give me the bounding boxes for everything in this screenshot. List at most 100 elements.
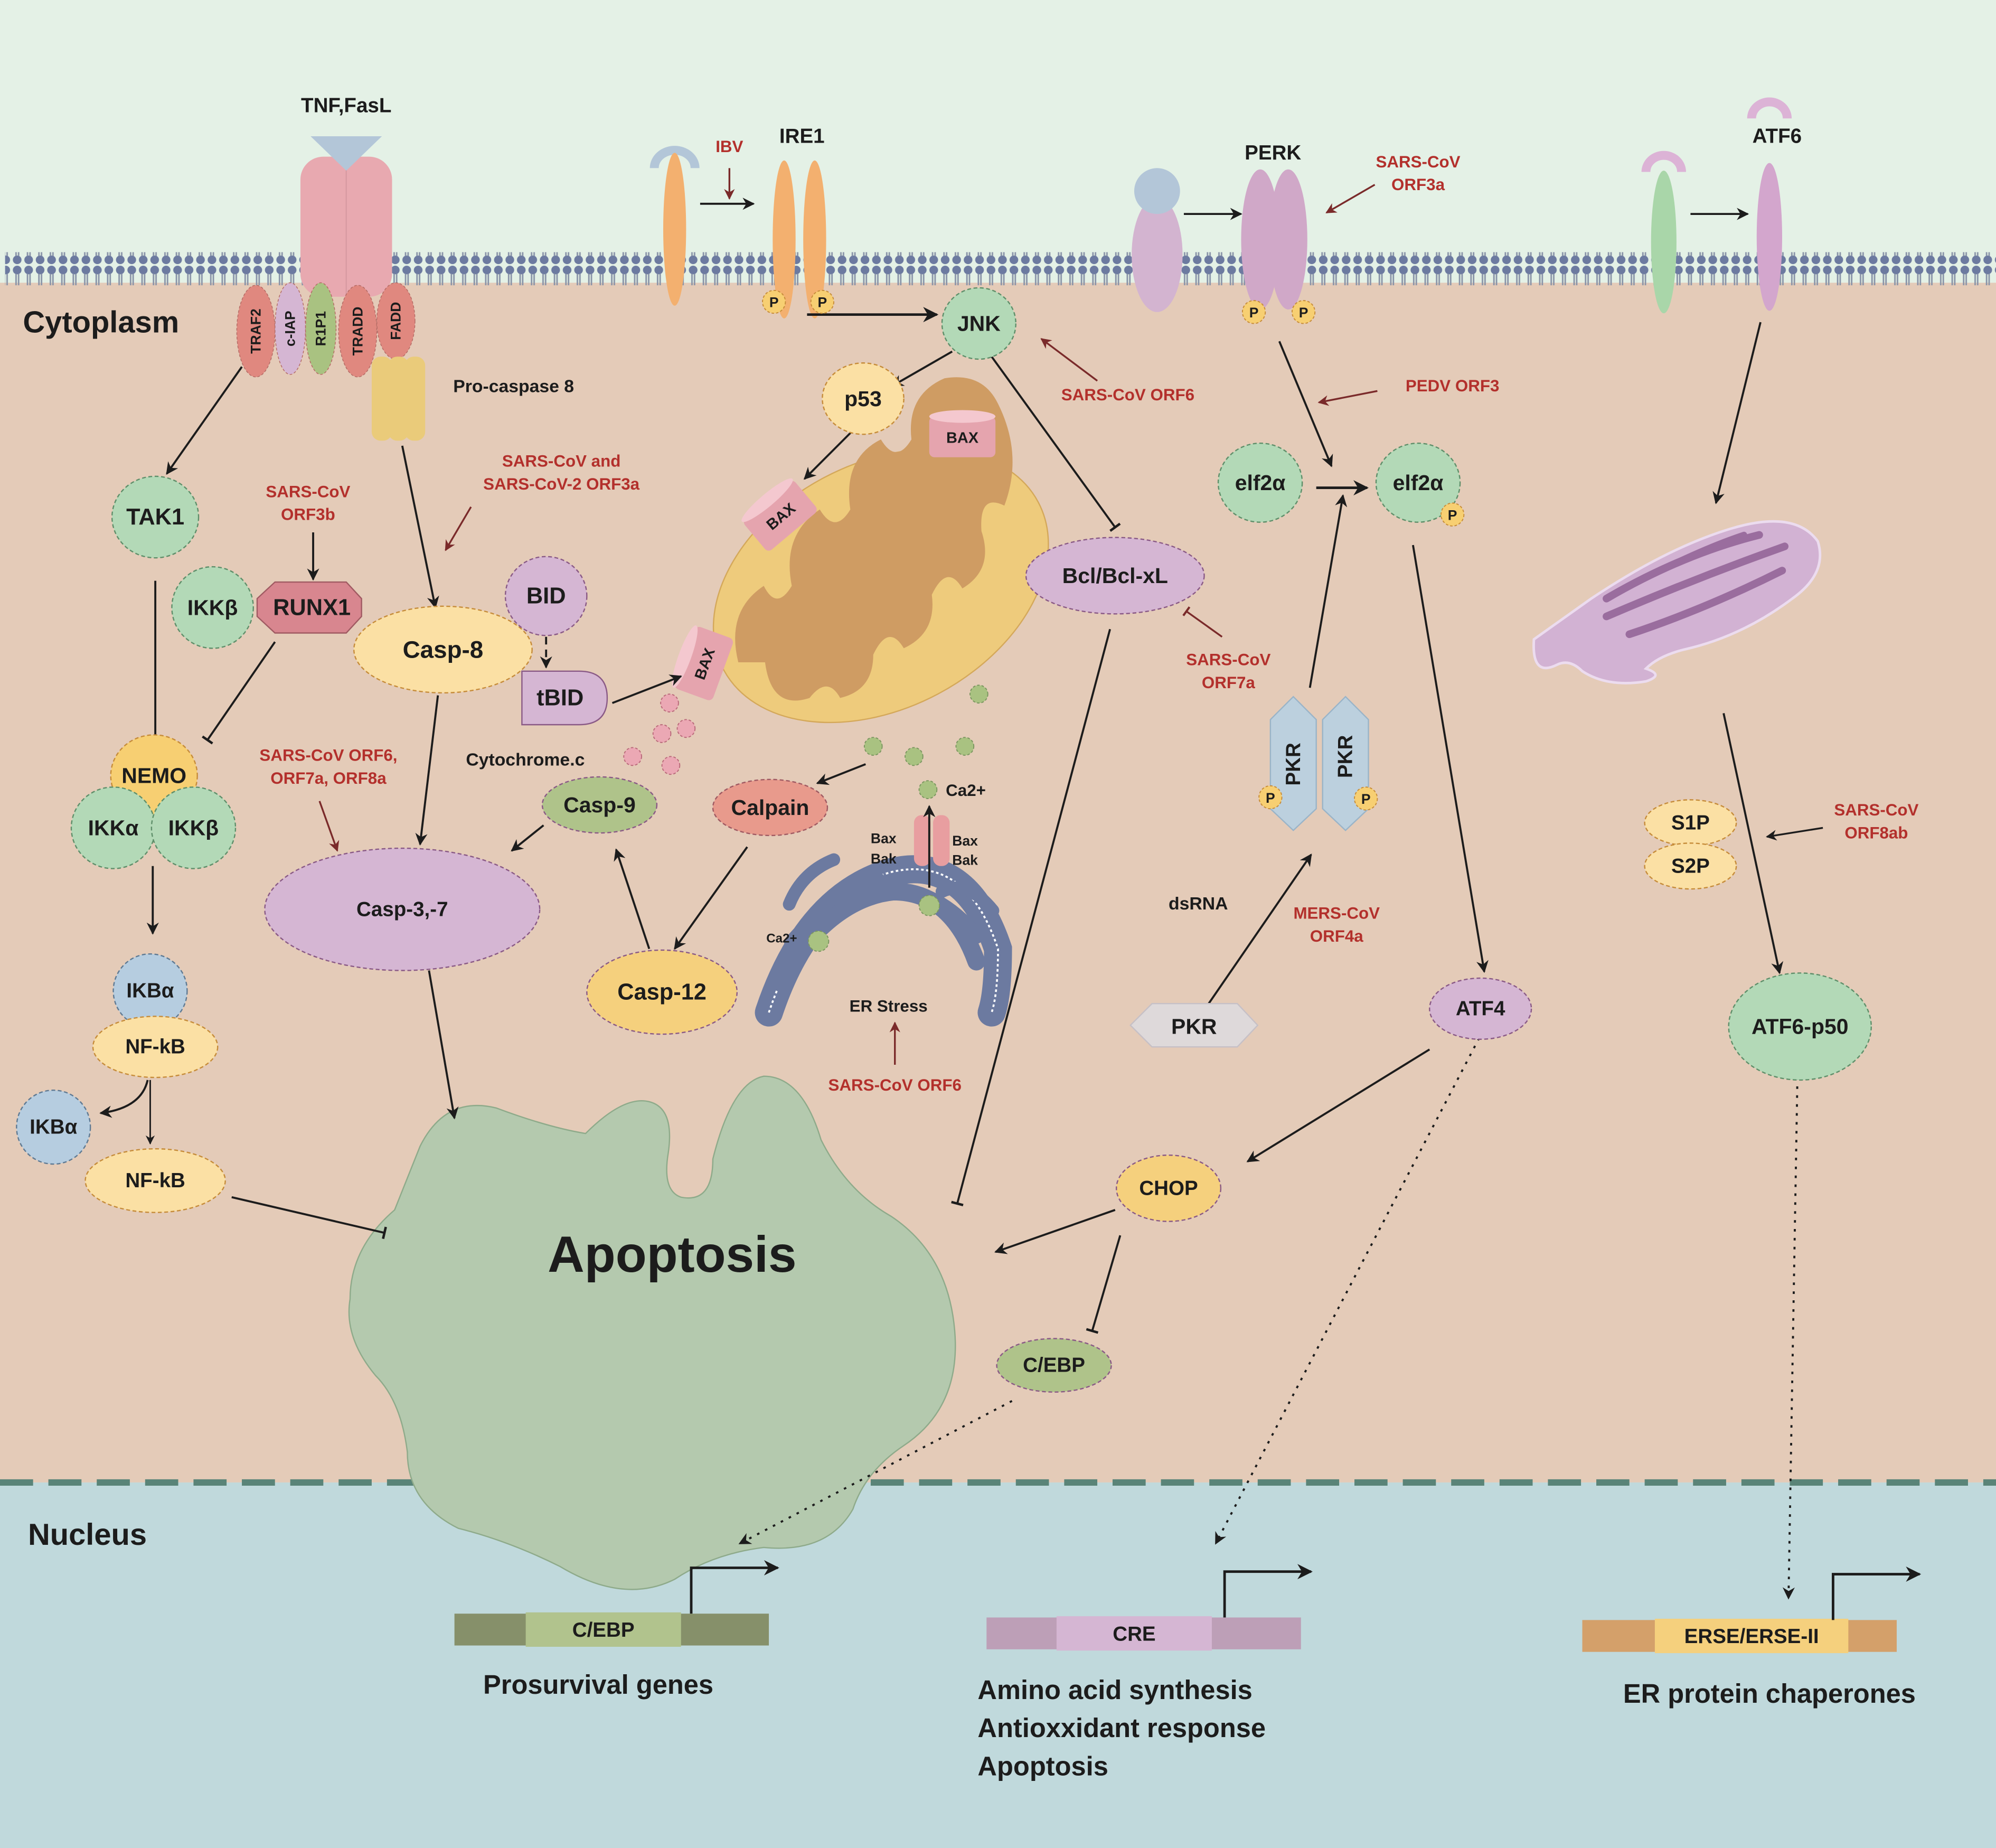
- activation-edge: [401, 445, 439, 609]
- ikkb-node: IKKβ: [150, 786, 237, 869]
- phosphate-badge: P: [1291, 300, 1316, 324]
- activation-edge: [803, 429, 854, 480]
- activation-edge: [1278, 341, 1333, 467]
- inhibition-edge: [202, 641, 276, 745]
- calcium-dot: [955, 737, 975, 756]
- viral-sars-orf3b-line: SARS-CoV: [266, 482, 350, 501]
- pkr-label: PKR: [1171, 1015, 1217, 1039]
- calcium-dot: [918, 780, 938, 799]
- cytochrome-c-dot: [661, 756, 681, 775]
- ikba-bound-node-label: IKBα: [126, 980, 174, 1002]
- cytochrome-c-dot: [676, 719, 696, 738]
- transcription-start-arrow: [690, 1560, 779, 1614]
- er-bak-left: Bak: [871, 851, 897, 867]
- perk-receptor: PERK: [1132, 142, 1307, 312]
- complex-ciap: c-IAP: [274, 282, 306, 375]
- jnk-node: JNK: [941, 287, 1016, 360]
- gene-promoter-3: ERSE/ERSE-II ER protein chaperones: [1582, 1566, 1922, 1709]
- calcium-dot: [969, 684, 988, 704]
- runx1-label: RUNX1: [273, 595, 351, 620]
- nemo-node-label: NEMO: [121, 764, 186, 788]
- gene-outcome-label: Prosurvival genes: [483, 1669, 713, 1700]
- gene-outcome-label: ER protein chaperones: [1623, 1678, 1916, 1709]
- ire1-label: IRE1: [779, 125, 825, 148]
- activation-edge: [318, 801, 340, 852]
- viral-sars-orf6-er: SARS-CoV ORF6: [828, 1076, 962, 1094]
- promoter-element-label: ERSE/ERSE-II: [1684, 1625, 1819, 1648]
- activation-edge: [614, 848, 651, 950]
- nfkb-free-node: NF-kB: [84, 1148, 226, 1213]
- phosphate-label: P: [769, 295, 779, 311]
- gene-outcome-label: Apoptosis: [977, 1751, 1108, 1781]
- phosphate-label: P: [1299, 305, 1308, 321]
- gene-outcome-label: Amino acid synthesis: [977, 1675, 1252, 1705]
- jnk-node-label: JNK: [957, 312, 1001, 336]
- apoptosis-cell: [348, 1075, 956, 1590]
- inhibition-edge: [1182, 606, 1223, 638]
- transcription-start-arrow: [1832, 1566, 1922, 1620]
- s2p-node: S2P: [1644, 842, 1737, 890]
- er-bak-right: Bak: [952, 852, 978, 868]
- transcription-start-arrow: [1223, 1564, 1313, 1618]
- phosphate-badge: P: [1440, 502, 1465, 527]
- p53-node-label: p53: [844, 387, 882, 411]
- ikba-free-node: IKBα: [16, 1089, 91, 1165]
- complex-traf2-label: TRAF2: [248, 308, 264, 353]
- activation-edge: [1722, 712, 1784, 974]
- nucleus-label: Nucleus: [28, 1518, 147, 1552]
- pro-caspase-8: Pro-caspase 8: [371, 357, 574, 441]
- atf6-receptor: ATF6: [1641, 97, 1802, 314]
- ikba-free-node-label: IKBα: [30, 1116, 77, 1139]
- calcium-dot: [863, 737, 883, 756]
- casp37-node: Casp-3,-7: [264, 847, 541, 971]
- complex-rip1-label: R1P1: [313, 311, 329, 346]
- tnf-receptor: TNF,FasL: [300, 95, 392, 297]
- phosphate-label: P: [1448, 507, 1457, 523]
- viral-sars-orf8ab-line: SARS-CoV: [1834, 801, 1918, 819]
- s1p-node: S1P: [1644, 799, 1737, 847]
- cytochrome-c-label: Cytochrome.c: [466, 749, 585, 770]
- inhibition-edge: [231, 1196, 387, 1240]
- activation-edge: [415, 695, 439, 846]
- viral-sars-orf3b-line: ORF3b: [281, 505, 335, 524]
- viral-sars-orf6-jnk-line: SARS-CoV ORF6: [1061, 386, 1194, 404]
- activation-edge: [1317, 390, 1378, 406]
- activation-edge: [1712, 322, 1762, 504]
- viral-sars-orf3a-casp8-line: SARS-CoV and: [502, 452, 620, 470]
- pkr-dimer-label-left: PKR: [1282, 743, 1305, 786]
- atf6-label: ATF6: [1753, 125, 1802, 148]
- viral-mers-orf4a-line: MERS-CoV: [1293, 904, 1380, 923]
- tnf-fasl-label: TNF,FasL: [301, 95, 391, 117]
- eif2a-node-label: elf2α: [1235, 471, 1286, 495]
- perk-label: PERK: [1245, 142, 1301, 164]
- phosphate-label: P: [817, 295, 827, 311]
- viral-sars-orf6-7a-8a-line: SARS-CoV ORF6,: [259, 746, 397, 764]
- gene-outcome-label: Antioxxidant response: [977, 1713, 1266, 1743]
- activation-edge: [1308, 494, 1348, 688]
- tak1-node-label: TAK1: [126, 504, 184, 530]
- nfkb-free-node-label: NF-kB: [125, 1169, 185, 1192]
- s2p-node-label: S2P: [1671, 855, 1710, 877]
- pathway-edges: [99, 168, 1823, 1600]
- s1p-node-label: S1P: [1671, 811, 1710, 834]
- chop-node: CHOP: [1115, 1154, 1222, 1222]
- pkr-node: PKR: [1129, 1003, 1259, 1048]
- activation-edge: [1246, 1048, 1430, 1162]
- activation-edge: [816, 763, 866, 785]
- viral-sars-orf3a-perk-line: SARS-CoV: [1376, 153, 1460, 171]
- p53-node: p53: [822, 362, 905, 435]
- inhibition-edge: [991, 356, 1121, 532]
- ikkb-node-label: IKKβ: [168, 815, 219, 840]
- phosphate-badge: P: [810, 289, 834, 314]
- chop-node-label: CHOP: [1139, 1177, 1198, 1199]
- phosphate-label: P: [1266, 790, 1275, 806]
- viral-sars-orf6-jnk: SARS-CoV ORF6: [1061, 386, 1194, 404]
- cytoplasm-label: Cytoplasm: [23, 305, 179, 339]
- atf6-p50-node: ATF6-p50: [1728, 972, 1872, 1081]
- tbid-label: tBID: [536, 685, 583, 710]
- complex-fadd: FADD: [376, 282, 416, 360]
